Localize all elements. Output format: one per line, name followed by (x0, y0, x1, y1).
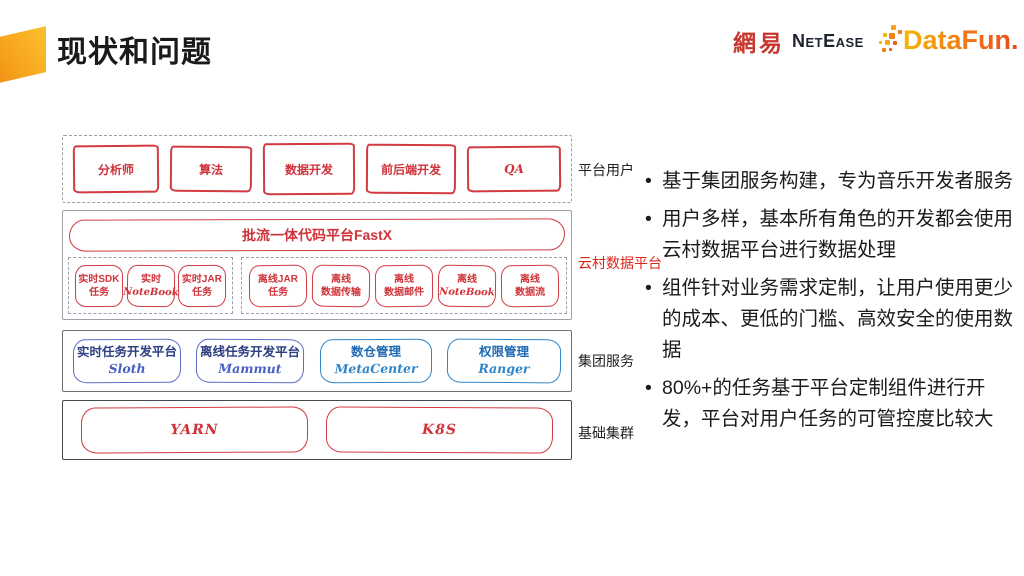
service-box-metacenter: 数仓管理 MetaCenter (319, 338, 432, 384)
cluster-box-yarn: YARN (80, 406, 309, 454)
netease-en-logo-text: NetEase (792, 30, 864, 51)
user-role-box-qa: QA (466, 145, 562, 193)
bullet-item: 基于集团服务构建，专为音乐开发者服务 (645, 166, 1020, 197)
service-box-cn-label: 离线任务开发平台 (200, 344, 301, 360)
service-box-cn-label: 数仓管理 (350, 344, 401, 360)
layer-data-platform: 批流一体代码平台FastX 实时SDK 任务 实时 NoteBook 实时JAR… (62, 210, 572, 320)
realtime-task-group: 实时SDK 任务 实时 NoteBook 实时JAR 任务 (68, 257, 233, 314)
task-box-line1: 离线 (457, 273, 478, 285)
service-box-en-label: Sloth (108, 360, 146, 377)
task-box-line2: 任务 (192, 286, 213, 298)
task-box-line1: 离线 (331, 273, 352, 285)
task-box-offline-notebook: 离线 NoteBook (437, 264, 497, 307)
layer-label-base-cluster: 基础集群 (578, 425, 634, 441)
task-box-offline-dataflow: 离线 数据流 (500, 264, 560, 307)
bullet-item: 用户多样，基本所有角色的开发都会使用云村数据平台进行数据处理 (645, 204, 1020, 266)
datafun-logo-text: DataFun. (903, 25, 1019, 55)
task-box-line1: 离线 (519, 273, 540, 285)
task-box-line2: 数据传输 (320, 286, 361, 298)
user-role-box-data-dev: 数据开发 (262, 142, 356, 196)
bullet-notes: 基于集团服务构建，专为音乐开发者服务 用户多样，基本所有角色的开发都会使用云村数… (645, 166, 1020, 442)
task-box-realtime-notebook: 实时 NoteBook (123, 264, 178, 307)
datafun-logo: DataFun. (877, 22, 1019, 59)
task-box-offline-jar: 离线JAR 任务 (248, 264, 308, 307)
task-box-offline-data-transfer: 离线 数据传输 (311, 264, 371, 307)
service-box-ranger: 权限管理 Ranger (446, 338, 562, 384)
layer-label-platform-users: 平台用户 (578, 162, 634, 178)
user-role-box-analyst: 分析师 (72, 144, 160, 194)
task-box-line1: 实时SDK (78, 273, 120, 285)
layer-label-group-services: 集团服务 (578, 353, 634, 369)
service-box-en-label: Ranger (478, 360, 530, 377)
service-box-mammut: 离线任务开发平台 Mammut (196, 338, 305, 384)
task-box-realtime-sdk: 实时SDK 任务 (74, 264, 124, 307)
accent-parallelogram-icon (0, 26, 46, 86)
service-box-en-label: MetaCenter (334, 360, 418, 377)
datafun-dots-icon (877, 22, 903, 59)
task-box-line2: 任务 (268, 286, 289, 298)
task-box-line2: NoteBook (439, 286, 495, 298)
service-box-cn-label: 权限管理 (478, 344, 530, 360)
task-box-line1: 离线 (393, 273, 414, 285)
offline-task-group: 离线JAR 任务 离线 数据传输 离线 数据邮件 离线 NoteBook 离线 (241, 257, 567, 314)
architecture-diagram: 分析师 算法 数据开发 前后端开发 QA 平台用户 批流一体代码平台FastX … (62, 135, 702, 465)
netease-logo: 網易 NetEase (733, 24, 864, 58)
layer-base-cluster: YARN K8S (62, 400, 572, 460)
task-box-line1: 实时 (140, 273, 161, 285)
task-box-realtime-jar: 实时JAR 任务 (177, 264, 227, 307)
task-box-line2: NoteBook (122, 286, 179, 298)
task-box-line1: 实时JAR (181, 273, 222, 285)
task-box-line2: 数据邮件 (384, 286, 425, 298)
service-box-sloth: 实时任务开发平台 Sloth (72, 338, 182, 384)
layer-group-services: 实时任务开发平台 Sloth 离线任务开发平台 Mammut 数仓管理 Meta… (62, 330, 572, 392)
user-role-box-frontend-backend-dev: 前后端开发 (365, 143, 457, 195)
user-role-box-algorithm: 算法 (169, 145, 253, 193)
page-title: 现状和问题 (57, 36, 212, 69)
task-box-line1: 离线JAR (257, 273, 298, 285)
service-box-cn-label: 实时任务开发平台 (76, 344, 177, 360)
service-box-en-label: Mammut (218, 360, 282, 377)
bullet-item: 80%+的任务基于平台定制组件进行开发，平台对用户任务的可管控度比较大 (645, 373, 1020, 435)
layer-label-data-platform: 云村数据平台 (578, 255, 662, 271)
layer-platform-users: 分析师 算法 数据开发 前后端开发 QA (62, 135, 572, 203)
netease-cn-logo-text: 網易 (733, 30, 785, 57)
task-box-line2: 任务 (89, 286, 110, 298)
task-box-offline-data-mail: 离线 数据邮件 (374, 264, 434, 307)
task-box-line2: 数据流 (515, 286, 546, 298)
bullet-item: 组件针对业务需求定制，让用户使用更少的成本、更低的门槛、高效安全的使用数据 (645, 273, 1020, 366)
fastx-platform-bar: 批流一体代码平台FastX (68, 218, 566, 252)
cluster-box-k8s: K8S (325, 406, 554, 454)
